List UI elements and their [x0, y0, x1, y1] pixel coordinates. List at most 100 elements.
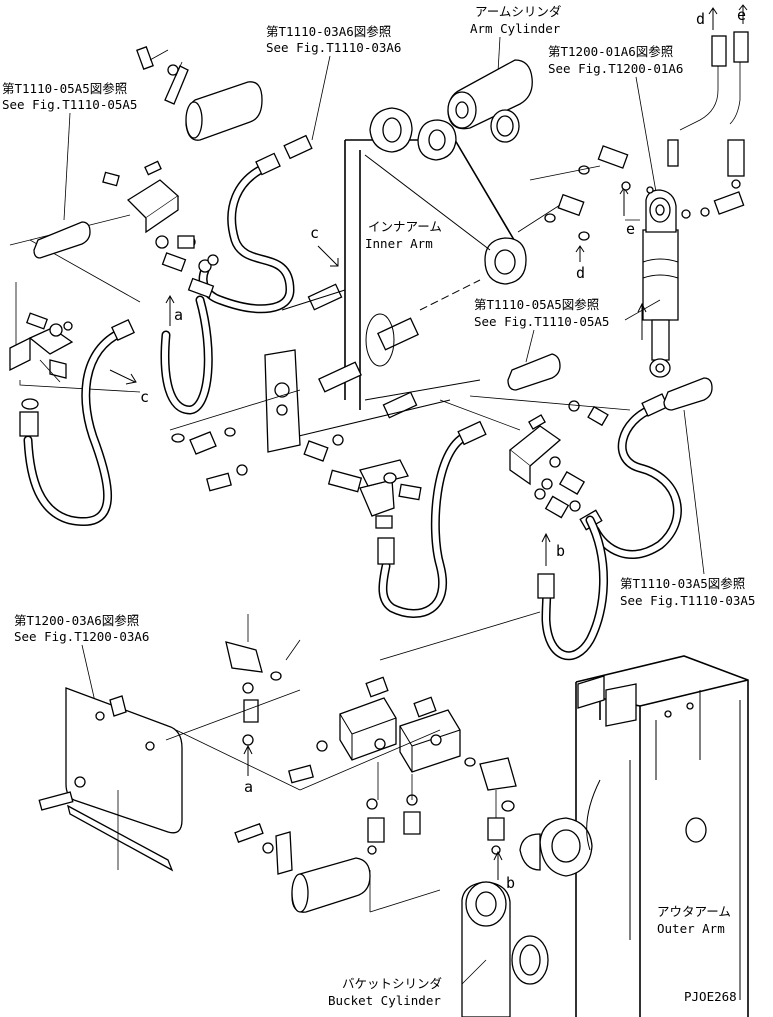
plate: [164, 65, 189, 105]
leader-line: [63, 112, 71, 221]
arrow-up-icon: [541, 532, 551, 566]
arrow-up-icon: [165, 294, 175, 326]
leader-line: [461, 959, 487, 985]
arm-cylinder-fittings: [517, 145, 631, 241]
callout-see-fig-t1200-03a6: 第T1200-03A6図参照 See Fig.T1200-03A6: [14, 613, 149, 707]
leader-line: [497, 36, 501, 73]
hose-right-lower: [537, 515, 608, 661]
fitting: [283, 134, 313, 160]
bolt: [38, 791, 74, 811]
part-label-en: Inner Arm: [365, 236, 433, 251]
pin-and-bolts-top-left: [136, 46, 263, 141]
callout-jp: 第T1110-05A5図参照: [2, 81, 127, 96]
mark-d: d: [576, 264, 585, 282]
hose-right-upper: [590, 377, 713, 559]
mark-a: a: [174, 306, 183, 324]
part-label-jp: アウタアーム: [657, 904, 731, 919]
arrow-icon: [109, 369, 137, 385]
mark-a: a: [244, 778, 253, 796]
part-label-jp: インナアーム: [368, 219, 442, 234]
connection-mark-a-lower: a: [243, 744, 253, 796]
leader-line: [635, 76, 657, 193]
mark-c: c: [310, 224, 319, 242]
part-label-jp: バケットシリンダ: [342, 976, 442, 991]
callout-see-fig-t1110-03a6: 第T1110-03A6図参照 See Fig.T1110-03A6: [266, 24, 401, 141]
callout-jp: 第T1110-05A5図参照: [474, 297, 599, 312]
pin-and-bolts-bottom: [234, 823, 441, 913]
callout-outer-arm: アウタアーム Outer Arm: [657, 904, 731, 936]
part-label-en: Bucket Cylinder: [328, 993, 441, 1008]
strip: [67, 804, 174, 872]
block-assembly-left: [9, 282, 141, 410]
mark-e: e: [737, 6, 746, 24]
part-label-jp: アームシリンダ: [475, 4, 561, 19]
hose-upper-left: [198, 134, 313, 314]
center-fittings: [303, 434, 422, 529]
connection-mark-a-upper: a: [165, 294, 183, 326]
arrow-up-icon: [619, 187, 629, 216]
callout-en: See Fig.T1200-03A6: [14, 629, 149, 644]
mounting-plate-center: [264, 349, 301, 453]
callout-arm-cylinder: アームシリンダ Arm Cylinder: [470, 4, 561, 73]
callout-see-fig-t1110-05a5-mid: 第T1110-05A5図参照 See Fig.T1110-05A5: [474, 297, 609, 363]
part-label-en: Outer Arm: [657, 921, 725, 936]
clamp-assembly-upper-left: [9, 160, 196, 303]
callout-en: See Fig.T1110-03A5: [620, 593, 755, 608]
pipe-stub: [33, 221, 91, 259]
callout-jp: 第T1200-03A6図参照: [14, 613, 139, 628]
elbow-fitting: [161, 252, 187, 272]
connection-marks-c: c c: [109, 224, 339, 406]
elbow: [359, 479, 395, 517]
mark-d: d: [696, 10, 705, 28]
arrow-up-icon: [738, 4, 748, 24]
leader-line: [525, 329, 535, 363]
connection-marks-top: d e: [696, 4, 748, 30]
part-label-en: Arm Cylinder: [470, 21, 561, 36]
mark-b: b: [506, 874, 515, 892]
arrow-icon: [317, 245, 339, 267]
callout-see-fig-t1110-05a5-left: 第T1110-05A5図参照 See Fig.T1110-05A5: [2, 81, 137, 221]
callout-en: See Fig.T1110-05A5: [474, 314, 609, 329]
cylinder-right: [624, 31, 749, 378]
drawing-code: PJOE268: [684, 989, 737, 1004]
hose-long-left: [19, 318, 135, 526]
bolt: [136, 46, 154, 70]
leader-line: [311, 55, 331, 141]
mark-e: e: [626, 220, 635, 238]
leader-line: [683, 409, 705, 575]
arrow-up-icon: [493, 850, 503, 880]
callout-bucket-cylinder: バケットシリンダ Bucket Cylinder: [328, 959, 487, 1008]
hose-u-left: [160, 295, 213, 415]
callout-jp: 第T1200-01A6図参照: [548, 44, 673, 59]
callout-jp: 第T1110-03A5図参照: [620, 576, 745, 591]
arrow-up-icon: [708, 7, 718, 30]
callout-see-fig-t1110-03a5: 第T1110-03A5図参照 See Fig.T1110-03A5: [620, 409, 755, 608]
mark-c: c: [140, 388, 149, 406]
callout-inner-arm: インナアーム Inner Arm: [365, 219, 442, 251]
arrow-up-icon: [637, 302, 647, 340]
fittings-bottom-left: [225, 614, 328, 784]
fittings-lower-left: [169, 389, 301, 492]
arm-cylinder-rod-end: [447, 59, 533, 143]
mark-b: b: [556, 542, 565, 560]
arrow-up-icon: [575, 245, 585, 262]
callout-jp: 第T1110-03A6図参照: [266, 24, 391, 39]
callout-en: See Fig.T1200-01A6: [548, 61, 683, 76]
outer-arm: [519, 655, 749, 1017]
leader-line: [81, 644, 97, 707]
callout-en: See Fig.T1110-05A5: [2, 97, 137, 112]
block-assembly-right: [439, 395, 631, 531]
connection-mark-b-lower: b: [493, 850, 515, 892]
hose-center: [377, 420, 487, 619]
bucket-cylinder: [461, 881, 549, 1017]
callout-see-fig-t1200-01a6: 第T1200-01A6図参照 See Fig.T1200-01A6: [548, 44, 683, 193]
inner-arm: [281, 107, 527, 441]
connection-mark-b-mid: b: [541, 532, 565, 566]
fittings-center-left: [187, 254, 219, 299]
pipe-stub-mid: [507, 353, 561, 391]
callout-en: See Fig.T1110-03A6: [266, 40, 401, 55]
arrow-up-icon: [243, 744, 253, 776]
valve-blocks-bottom: [165, 611, 541, 855]
shield-plate: [38, 687, 301, 872]
